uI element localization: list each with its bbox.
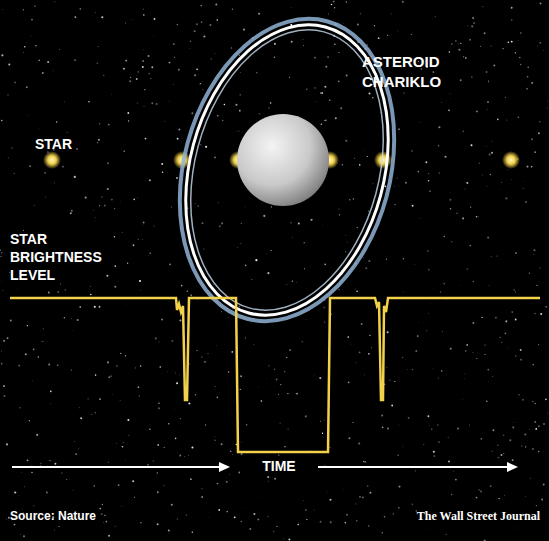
curve-label: STAR BRIGHTNESS LEVEL [10,230,130,284]
source-note: Source: Nature [10,508,170,524]
object-label: ASTEROID CHARIKLO [362,52,472,92]
star-label: STAR [35,135,95,153]
credit-note: The Wall Street Journal [340,508,540,524]
brightness-curve [10,298,540,452]
asteroid-body [237,114,329,206]
axis-label: TIME [240,457,318,475]
ring-system [148,0,427,345]
